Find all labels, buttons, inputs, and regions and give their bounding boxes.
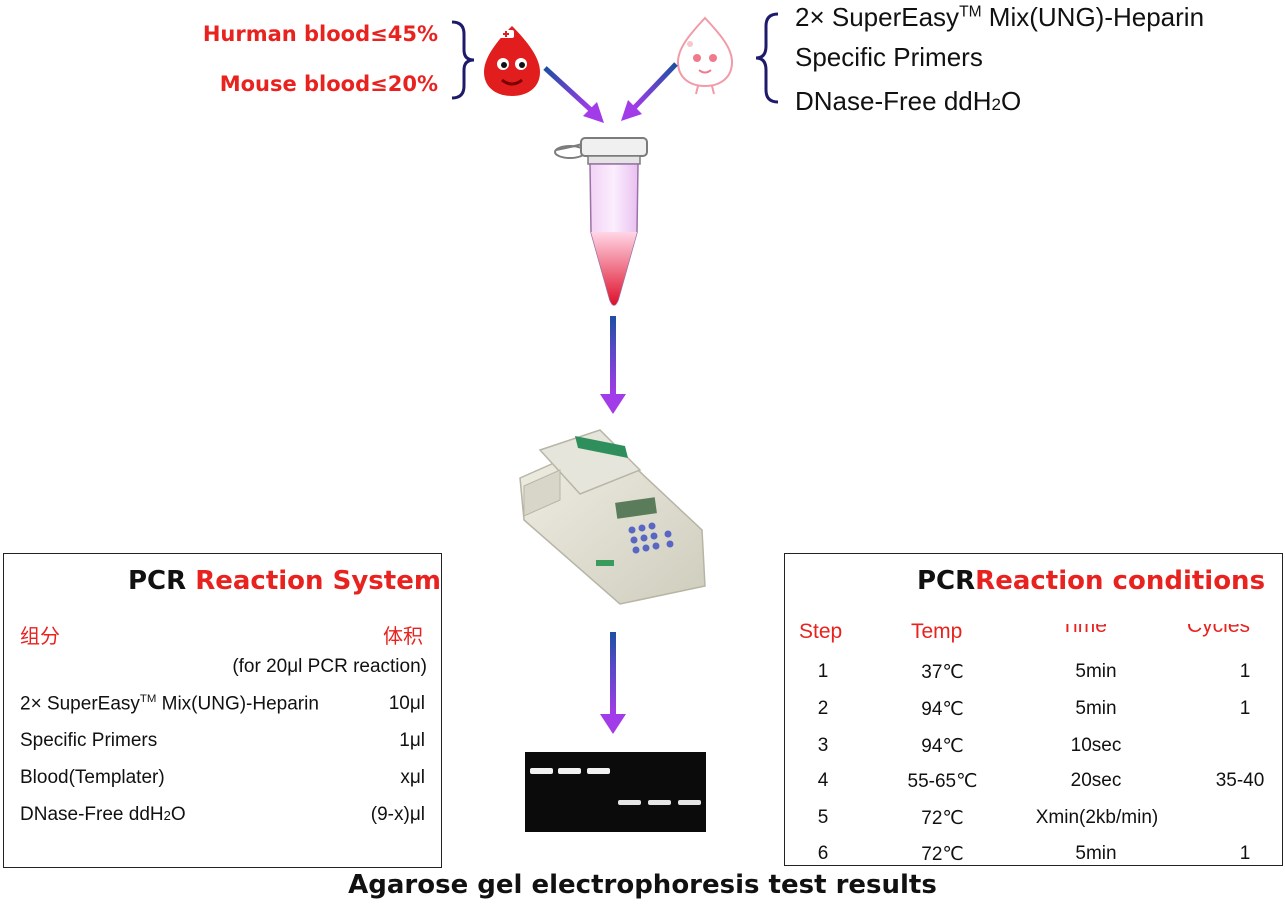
system-row-primers-name: Specific Primers <box>20 730 158 751</box>
system-row-mix-name: 2× SuperEasyTM Mix(UNG)-Heparin <box>20 693 319 715</box>
arrow-tube-to-machine-icon <box>600 316 626 414</box>
cond-step-6: 6 <box>817 843 829 864</box>
cond-time-6: 5min <box>1075 843 1117 864</box>
system-row-primers-volume: 1μl <box>399 730 425 751</box>
cond-time-2: 5min <box>1075 698 1117 719</box>
system-row-water-name: DNase-Free ddH2O <box>20 804 186 825</box>
cond-cycles-6: 1 <box>1239 843 1251 864</box>
system-row-mix-volume: 10μl <box>388 693 425 714</box>
blood-drop-mascot-icon <box>484 26 540 96</box>
reaction-conditions-title: PCRReaction conditions <box>917 566 1266 596</box>
cond-step-4: 4 <box>817 770 829 791</box>
header-time: Time <box>1061 614 1107 637</box>
reagent-primers: Specific Primers <box>795 42 983 72</box>
cond-temp-4: 55-65℃ <box>907 771 978 792</box>
cond-cycles-2: 1 <box>1239 698 1251 719</box>
cond-temp-1: 37℃ <box>921 662 964 683</box>
reagent-brace <box>755 12 779 104</box>
system-row-blood-volume: xμl <box>400 767 425 788</box>
header-cycles: Cycles <box>1187 614 1251 637</box>
system-row-water-volume: (9-x)μl <box>370 804 425 825</box>
reagent-water: DNase-Free ddH2O <box>795 86 1022 116</box>
component-header: 组分 <box>20 624 60 648</box>
gel-results-caption: Agarose gel electrophoresis test results <box>348 870 937 900</box>
reaction-system-title: PCR Reaction System <box>128 566 441 596</box>
reaction-conditions-panel: PCRReaction conditions Step Temp Time Cy… <box>784 553 1283 866</box>
human-blood-limit: Hurman blood≤45% <box>202 22 438 46</box>
reaction-system-panel: PCR Reaction System 组分 体积 (for 20μl PCR … <box>3 553 442 868</box>
cond-step-1: 1 <box>817 661 829 682</box>
cond-temp-6: 72℃ <box>921 844 964 865</box>
system-row-blood-name: Blood(Templater) <box>20 767 165 788</box>
cond-step-5: 5 <box>817 807 829 828</box>
cond-time-5: Xmin(2kb/min) <box>1035 807 1159 828</box>
arrow-right-to-tube-icon <box>621 62 678 121</box>
cond-time-4: 20sec <box>1070 770 1122 791</box>
cond-temp-5: 72℃ <box>921 808 964 829</box>
cond-temp-2: 94℃ <box>921 699 964 720</box>
mouse-blood-limit: Mouse blood≤20% <box>219 72 438 96</box>
blood-brace <box>451 20 475 100</box>
cond-temp-3: 94℃ <box>921 736 964 757</box>
arrow-machine-to-gel-icon <box>600 632 626 734</box>
pcr-tube-icon <box>554 137 648 306</box>
volume-header: 体积 <box>383 624 423 648</box>
cond-grouped-cycles: 35-40 <box>1215 770 1265 791</box>
arrow-left-to-tube-icon <box>543 66 604 123</box>
cond-step-3: 3 <box>817 735 829 756</box>
header-step: Step <box>799 620 843 643</box>
cond-cycles-1: 1 <box>1239 661 1251 682</box>
cond-time-3: 10sec <box>1070 735 1122 756</box>
reagent-mix: 2× SuperEasyTM Mix(UNG)-Heparin <box>795 2 1205 32</box>
reaction-note: (for 20μl PCR reaction) <box>232 656 427 677</box>
header-temp: Temp <box>911 620 963 643</box>
cond-time-1: 5min <box>1075 661 1117 682</box>
agarose-gel-image <box>525 752 706 832</box>
thermal-cycler-icon <box>519 429 706 605</box>
cond-step-2: 2 <box>817 698 829 719</box>
pink-drop-mascot-icon <box>676 16 734 95</box>
